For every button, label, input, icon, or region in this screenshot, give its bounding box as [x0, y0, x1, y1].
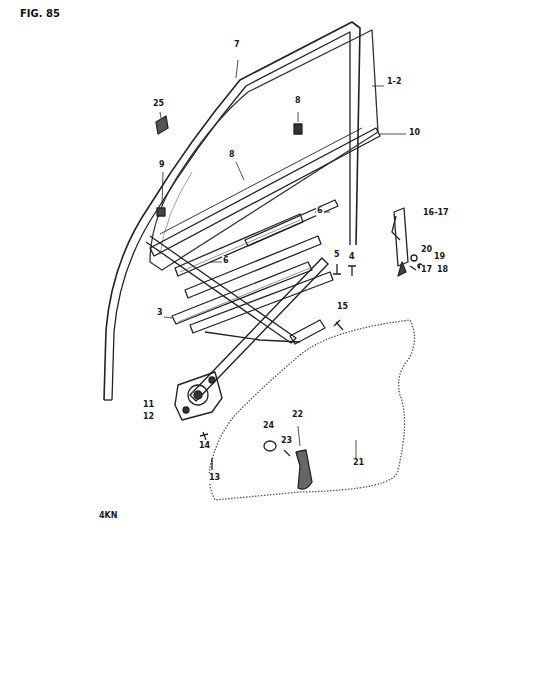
callout-number: 6 [316, 206, 324, 216]
callout-number: 10 [408, 128, 421, 138]
callout-number: 8 [228, 150, 236, 160]
callout-number: 24 [262, 421, 275, 431]
callout-number: 1-2 [386, 77, 402, 87]
callout-number: 18 [436, 265, 449, 275]
callout-number: 12 [142, 412, 155, 422]
callout-number: 17 [420, 265, 433, 275]
callout-number: 3 [156, 308, 164, 318]
callout-number: 9 [158, 160, 166, 170]
callout-number: 14 [198, 441, 211, 451]
callout-number: 25 [152, 99, 165, 109]
callout-number: 13 [208, 473, 221, 483]
callout-number: 8 [294, 96, 302, 106]
callout-number: 15 [336, 302, 349, 312]
callout-number: 22 [291, 410, 304, 420]
callout-number: 4 [348, 252, 356, 262]
callout-number: 5 [333, 250, 341, 260]
callout-number: 19 [433, 252, 446, 262]
callout-number: 11 [142, 400, 155, 410]
callout-number: 6 [222, 256, 230, 266]
figure-title: FIG. 85 [20, 8, 60, 19]
callout-number: 23 [280, 436, 293, 446]
callout-number: 4KN [98, 511, 118, 521]
callout-number: 7 [233, 40, 241, 50]
callout-number: 20 [420, 245, 433, 255]
callout-number: 21 [352, 458, 365, 468]
callout-number: 16-17 [422, 208, 450, 218]
